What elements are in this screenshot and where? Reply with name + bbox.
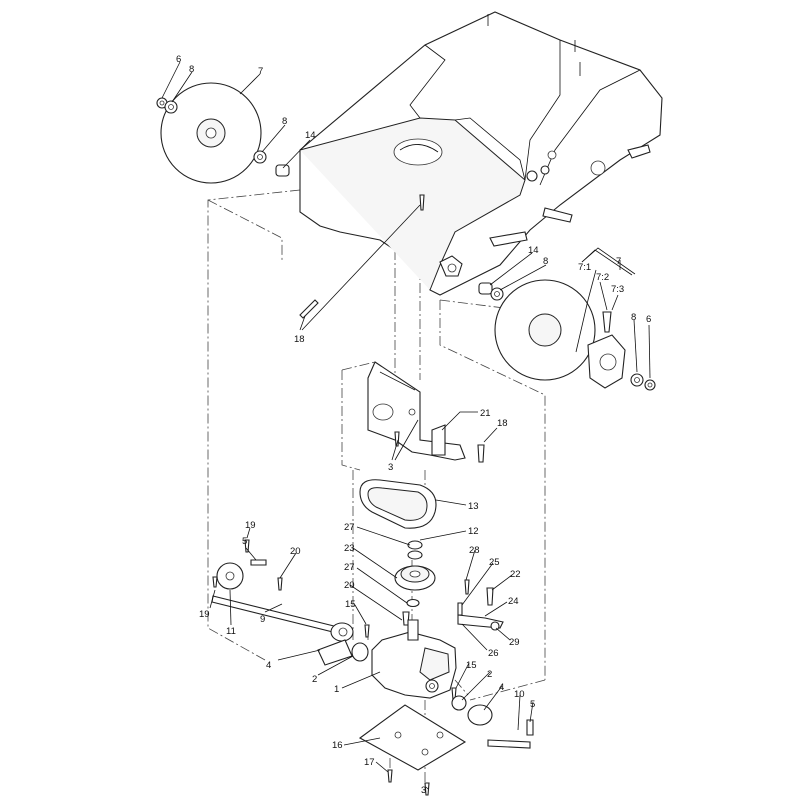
callout-4: 4: [266, 660, 271, 671]
callout-8: 8: [631, 312, 636, 323]
callout-24: 24: [508, 596, 519, 607]
callout-19: 19: [199, 609, 210, 620]
callout-group-bracket: [581, 247, 636, 275]
right-axle-parts: [451, 695, 531, 749]
base-plate: [358, 704, 467, 771]
callout-1: 1: [334, 684, 339, 695]
callout-7: 7: [616, 256, 621, 267]
callout-27: 27: [344, 562, 355, 573]
callout-3: 3: [421, 785, 426, 796]
callout-11: 11: [226, 626, 236, 637]
callout-19: 19: [245, 520, 256, 531]
callout-23: 23: [344, 543, 355, 554]
frame-housing: [299, 11, 663, 296]
callout-22: 22: [510, 569, 521, 580]
callout-9: 9: [260, 614, 265, 625]
callout-17: 17: [364, 757, 375, 768]
callout-2: 2: [487, 669, 492, 680]
callout-14: 14: [305, 130, 316, 141]
callout-10: 10: [514, 689, 525, 700]
mounting-bracket: [367, 361, 466, 461]
callout-27: 27: [344, 522, 355, 533]
callout-7: 7: [258, 66, 263, 77]
pulley-assembly: [394, 540, 436, 608]
left-axle-shaft: [211, 562, 369, 666]
callout-20: 20: [344, 580, 355, 591]
callout-3: 3: [388, 462, 393, 473]
callout-25: 25: [489, 557, 500, 568]
callout-15: 15: [345, 599, 356, 610]
callout-5: 5: [530, 699, 535, 710]
callout-6: 6: [176, 54, 181, 65]
callout-26: 26: [488, 648, 499, 659]
callout-16: 16: [332, 740, 343, 751]
callout-21: 21: [480, 408, 491, 419]
callout-15: 15: [466, 660, 477, 671]
callout-7-2: 7:2: [596, 272, 609, 283]
tension-lever: [457, 602, 504, 631]
callout-29: 29: [509, 637, 520, 648]
callout-28: 28: [469, 545, 480, 556]
callout-4: 4: [499, 682, 504, 693]
callout-18: 18: [497, 418, 508, 429]
callout-7-1: 7:1: [578, 262, 591, 273]
left-wheel-assembly: [156, 82, 290, 184]
right-wheel-assembly: [478, 279, 656, 391]
callout-20: 20: [290, 546, 301, 557]
callout-14: 14: [528, 245, 539, 256]
callout-5: 5: [242, 536, 247, 547]
callout-18: 18: [294, 334, 305, 345]
callout-7-3: 7:3: [611, 284, 624, 295]
leader-lines: [161, 61, 651, 790]
callout-13: 13: [468, 501, 479, 512]
gearbox: [371, 619, 457, 699]
drive-belt: [359, 479, 437, 529]
callout-8: 8: [189, 64, 194, 75]
callout-12: 12: [468, 526, 479, 537]
callout-8: 8: [543, 256, 548, 267]
callout-2: 2: [312, 674, 317, 685]
callout-6: 6: [646, 314, 651, 325]
callout-8: 8: [282, 116, 287, 127]
callout-labels: 6 8 7 8 14 18 14 8 7 7:1 7:2 7:3 8 6 21 …: [176, 54, 651, 796]
